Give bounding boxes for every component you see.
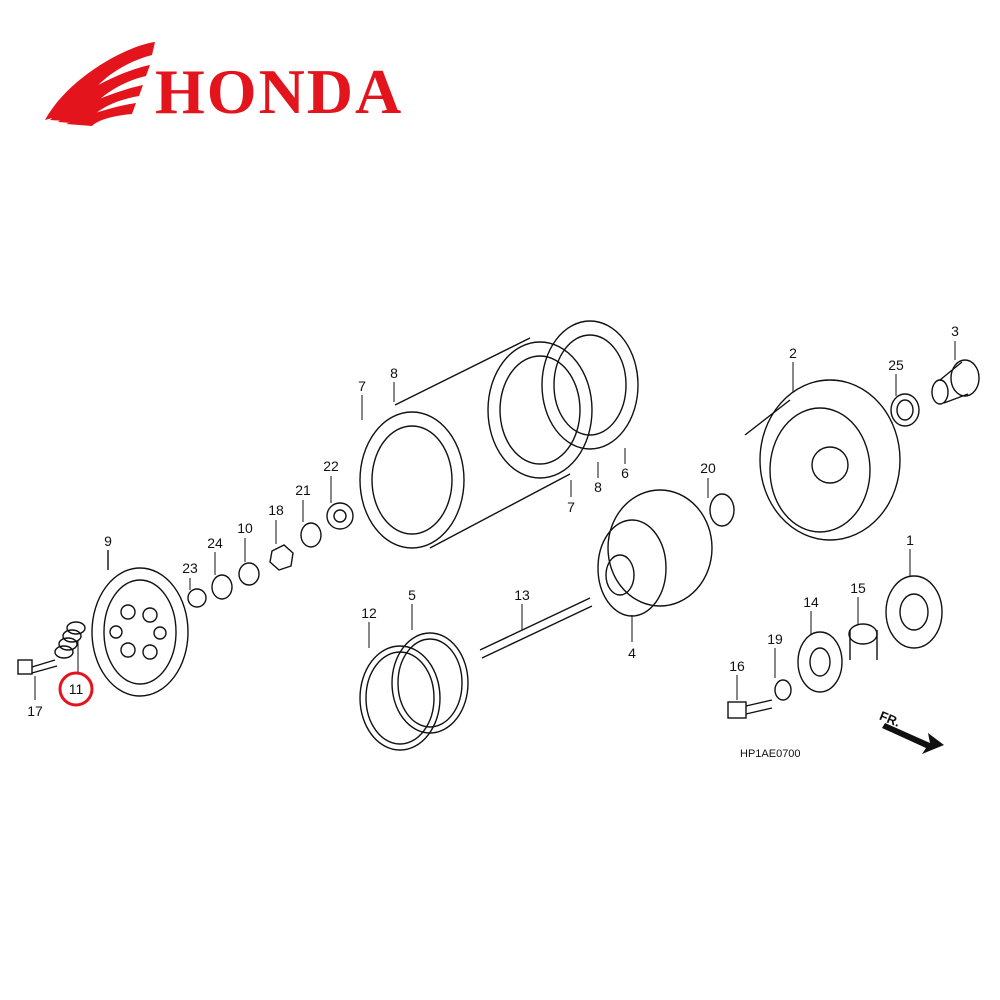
callout-7: 7 [358,378,366,394]
part-15-bushing [848,623,878,660]
part-19-washer [774,679,792,701]
part-18-nut [269,544,294,571]
part-2-clutch-outer [744,379,901,541]
part-6-judder-plate [541,320,639,450]
callout-16: 16 [729,658,745,674]
callout-12: 12 [361,605,377,621]
part-24-bearing [211,574,233,600]
callout-8: 8 [390,365,398,381]
part-14-drive-gear [797,631,843,693]
callout-21: 21 [295,482,311,498]
part-4-clutch-center [597,489,713,617]
part-23-washer [187,588,207,608]
callout-24: 24 [207,535,223,551]
honda-wing-logo [45,42,155,126]
part-10-lifter [238,562,260,586]
part-1-primary-gear [885,575,943,649]
wing-icon [45,42,155,120]
part-9-pressure-plate [91,550,189,697]
callout-7b: 7 [567,499,575,515]
callout-19: 19 [767,631,783,647]
diagram-code: HP1AE0700 [740,748,801,760]
callout-25: 25 [888,357,904,373]
part-16-bolt [727,699,773,719]
honda-wordmark: HONDA [155,56,404,127]
callout-4: 4 [628,645,636,661]
callout-8b: 8 [594,479,602,495]
callout-13: 13 [514,587,530,603]
callout-23: 23 [182,560,198,576]
callout-18: 18 [268,502,284,518]
part-11-spring [54,621,86,659]
part-22-lock-washer [326,502,354,530]
highlight-circle [58,671,94,707]
part-12-spring-seat [359,645,441,751]
part-8-clutch-plate [394,337,593,549]
callout-14: 14 [803,594,819,610]
callout-20: 20 [700,460,716,476]
callout-9: 9 [104,533,112,549]
part-25-needle-bearing [890,393,920,427]
callout-1: 1 [906,532,914,548]
part-3-collar [931,359,980,405]
callout-11: 11 [69,681,84,697]
front-arrow-icon [882,723,944,754]
part-7-friction-plate [359,411,465,549]
callout-22: 22 [323,458,339,474]
part-21-washer [300,522,322,548]
callout-6: 6 [621,465,629,481]
part-5-judder-spring [391,632,469,734]
callout-10: 10 [237,520,253,536]
callout-2: 2 [789,345,797,361]
part-13-lifter-rod [479,597,593,659]
callout-17: 17 [27,703,43,719]
callout-5: 5 [408,587,416,603]
callout-15: 15 [850,580,866,596]
part-17-bolt [17,659,58,675]
part-20-washer [709,493,735,527]
callout-3: 3 [951,323,959,339]
